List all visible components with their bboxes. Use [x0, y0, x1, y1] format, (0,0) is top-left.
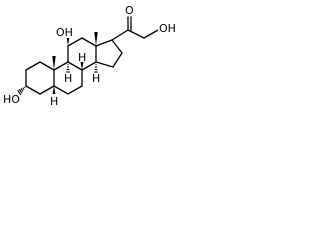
- ring-b: [53, 61, 83, 95]
- hash-line: [24, 86, 26, 89]
- bond: [112, 52, 123, 68]
- ring-c: [67, 37, 97, 71]
- bond: [39, 61, 55, 71]
- hash-line: [22, 87, 25, 90]
- label-o-carbonyl: O: [124, 4, 134, 17]
- bond: [39, 85, 55, 95]
- bond: [53, 61, 69, 71]
- bond: [53, 85, 69, 95]
- label-h-c9: H: [64, 72, 72, 85]
- hash-line: [18, 88, 23, 94]
- h-c5-wedge: [52, 86, 56, 94]
- side-chain: [111, 16, 159, 41]
- ring-a: [25, 61, 55, 95]
- bond: [67, 85, 83, 95]
- atom-label: H: [78, 51, 86, 64]
- label-oh-terminal: OH: [158, 22, 176, 35]
- h-c8-wedge: [80, 62, 84, 70]
- bond: [67, 61, 83, 71]
- bond: [25, 61, 41, 71]
- methyl-c19-wedge: [52, 56, 56, 70]
- bond: [95, 61, 114, 68]
- bond: [25, 85, 41, 95]
- hash-line: [20, 88, 24, 92]
- bond: [95, 39, 113, 47]
- c11-oh-wedge: [66, 36, 70, 46]
- bond-c21-oh: [143, 29, 159, 39]
- h-c9-hashed-wedge: [66, 63, 70, 73]
- steroid-structure-diagram: OH HO O OH H H H H: [2, 4, 176, 108]
- label-oh-c11: OH: [55, 26, 73, 39]
- bond-c20-c21: [127, 29, 145, 39]
- atom-label: O: [125, 4, 134, 17]
- h-c14-hashed-wedge: [94, 63, 98, 73]
- atom-label: H: [92, 72, 100, 85]
- label-ho-c3: HO: [2, 93, 20, 106]
- ring-d: [95, 39, 123, 68]
- bond: [81, 37, 97, 47]
- bond-c17-c20: [111, 29, 129, 41]
- atom-label: OH: [56, 26, 73, 39]
- c3-oh-hashed-wedge: [17, 86, 26, 96]
- bond: [81, 61, 97, 71]
- methyl-c18-wedge: [94, 32, 98, 46]
- atom-label: H: [64, 72, 72, 85]
- atom-label: H: [50, 95, 58, 108]
- label-h-c5: H: [50, 95, 58, 108]
- bond: [111, 39, 123, 54]
- bond: [67, 37, 83, 47]
- atom-label: HO: [3, 93, 20, 106]
- hash-line: [17, 89, 22, 96]
- label-h-c8: H: [78, 51, 86, 64]
- label-h-c14: H: [92, 72, 100, 85]
- atom-label: OH: [159, 22, 176, 35]
